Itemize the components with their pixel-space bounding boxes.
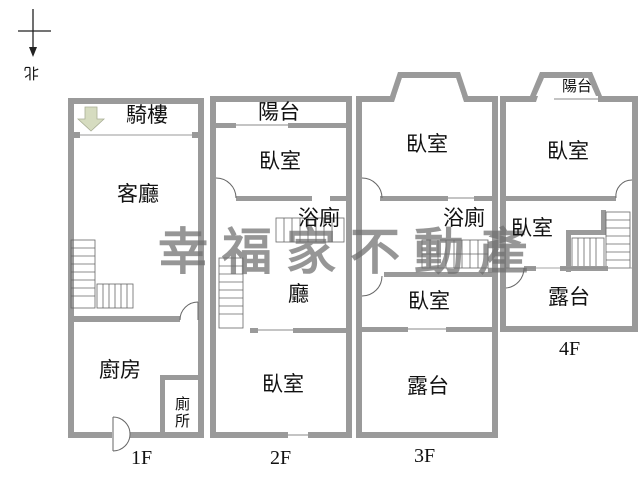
room-label-kitchen: 廚房	[99, 358, 141, 382]
room-label-living-room: 客廳	[117, 182, 159, 206]
room-label-toilet: 廁所	[173, 396, 191, 430]
floor-label-2f: 2F	[270, 447, 292, 469]
room-label-arcade: 騎樓	[126, 103, 168, 127]
floor-label-3f: 3F	[414, 445, 436, 467]
room-label-bedroom-2f-front: 臥室	[259, 149, 301, 173]
room-label-bedroom-3f-middle: 臥室	[408, 289, 450, 313]
room-label-terrace-4f: 露台	[548, 285, 590, 309]
room-label-bedroom-3f-front: 臥室	[406, 132, 448, 156]
room-label-bathroom-3f: 浴廁	[443, 206, 485, 230]
floor-4f-plan	[500, 72, 638, 332]
floor-label-1f: 1F	[131, 447, 153, 469]
room-label-hall-2f: 廳	[288, 282, 309, 306]
floor-label-4f: 4F	[559, 338, 581, 360]
room-label-bathroom-2f: 浴廁	[298, 206, 340, 230]
room-label-bedroom-4f-small: 臥室	[511, 216, 553, 240]
room-label-balcony-4f: 陽台	[562, 77, 593, 95]
floor-1f-plan	[68, 98, 204, 452]
room-label-balcony-2f: 陽台	[258, 100, 300, 124]
floor-2f-plan	[210, 96, 352, 438]
compass-icon	[18, 9, 51, 57]
watermark: 幸福家不動產	[158, 223, 542, 281]
floor-3f-plan	[356, 72, 498, 438]
compass-north-label: 北	[24, 64, 40, 82]
room-label-bedroom-4f-front: 臥室	[547, 139, 589, 163]
room-label-terrace-3f: 露台	[407, 374, 449, 398]
room-label-bedroom-2f-rear: 臥室	[262, 372, 304, 396]
entrance-arrow-icon	[76, 106, 106, 132]
